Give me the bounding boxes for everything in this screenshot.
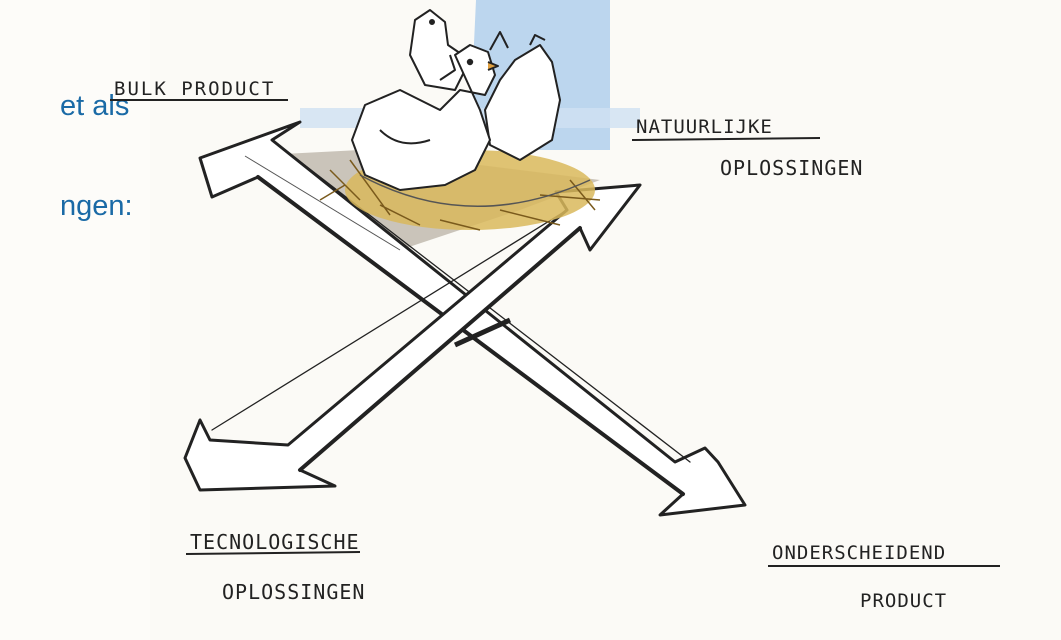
underline-natural <box>631 137 821 141</box>
slide-text-line-1: et als <box>60 90 130 122</box>
underline-tech <box>185 551 361 555</box>
label-tech-line-2: OPLOSSINGEN <box>222 580 366 604</box>
label-tech-line-1: TECNOLOGISCHE <box>190 530 360 554</box>
label-natural-line-2: OPLOSSINGEN <box>720 156 864 180</box>
label-distinct-line-2: PRODUCT <box>860 590 948 612</box>
label-bulk-product: BULK PRODUCT <box>114 78 276 100</box>
pencil-line <box>244 155 401 251</box>
hens-illustration <box>351 9 561 191</box>
arrow-tech-to-natural <box>183 183 642 492</box>
crossing-mark <box>453 317 512 348</box>
label-distinct-line-1: ONDERSCHEIDEND <box>772 542 947 564</box>
slide-text-line-2: ngen: <box>60 190 133 222</box>
label-natural-line-1: NATUURLIJKE <box>636 116 773 138</box>
